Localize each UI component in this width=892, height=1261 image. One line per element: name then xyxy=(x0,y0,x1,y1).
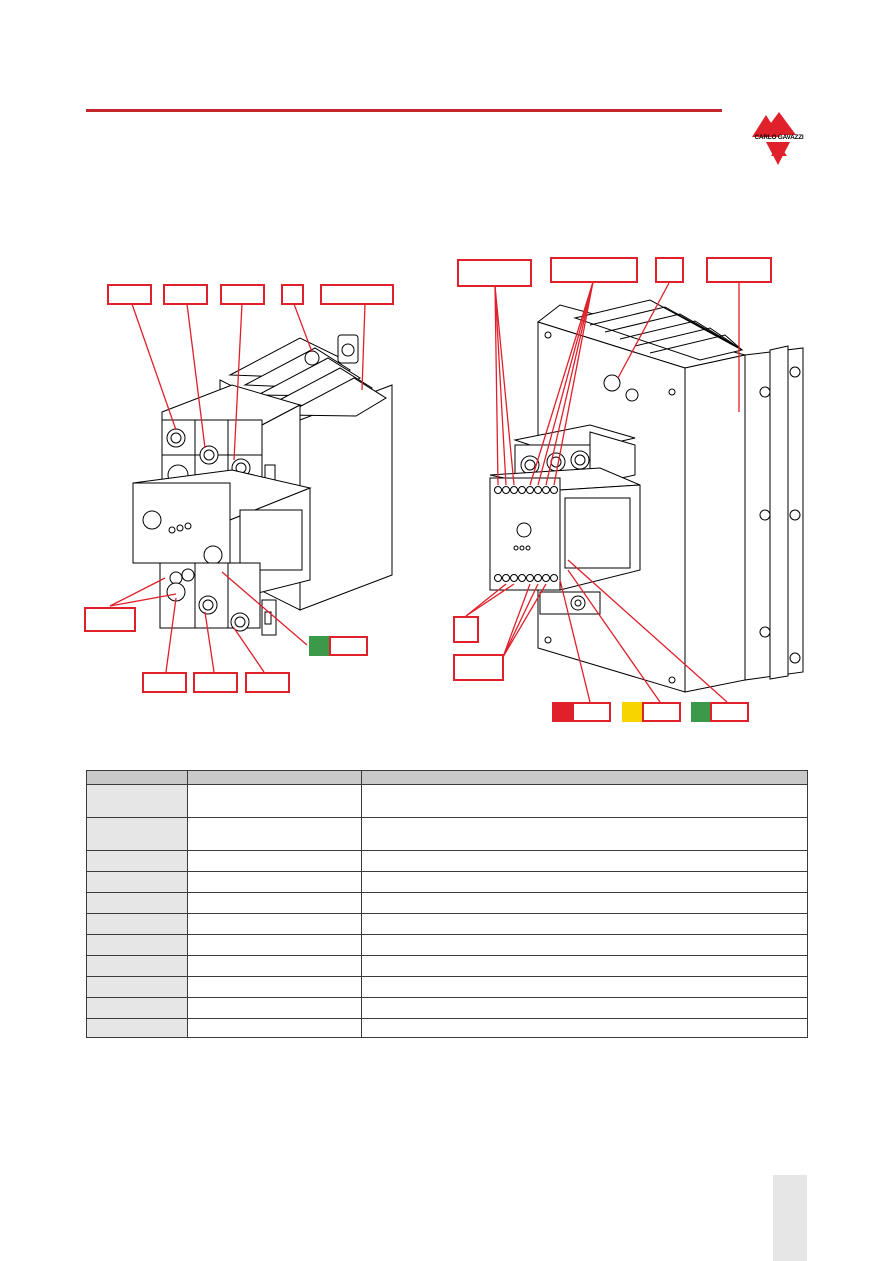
callout-right-top-4 xyxy=(706,257,772,283)
ssr-heatsink-drawing xyxy=(489,299,804,693)
status-led-swatch-green xyxy=(309,636,329,656)
table-row xyxy=(86,997,808,1019)
table-row xyxy=(86,892,808,914)
header-rule xyxy=(86,109,722,112)
table-cell xyxy=(361,955,808,977)
callout-right-top-2 xyxy=(550,257,638,283)
callout-right-led-yellow xyxy=(642,702,681,722)
table-cell xyxy=(86,817,188,851)
table-cell xyxy=(361,997,808,1019)
callout-right-led-red xyxy=(572,702,611,722)
table-cell xyxy=(86,871,188,893)
table-cell xyxy=(86,1018,188,1038)
callout-left-bottom-1 xyxy=(142,672,187,693)
table-cell xyxy=(361,850,808,872)
table-cell xyxy=(187,871,362,893)
table-row xyxy=(86,850,808,872)
product-figures xyxy=(109,281,804,703)
table-cell xyxy=(187,955,362,977)
table-cell xyxy=(187,892,362,914)
page-number-tab xyxy=(773,1175,807,1261)
status-led-swatch-red xyxy=(552,702,572,722)
table-header-cell xyxy=(361,770,808,785)
table-row xyxy=(86,934,808,956)
callout-left-side xyxy=(84,607,136,632)
brand-name: CARLO GAVAZZI xyxy=(754,134,804,141)
table-cell xyxy=(361,913,808,935)
table-cell xyxy=(361,871,808,893)
callout-right-side-1 xyxy=(453,616,479,643)
table-row xyxy=(86,976,808,998)
table-cell xyxy=(361,934,808,956)
table-row xyxy=(86,955,808,977)
component-table xyxy=(86,770,808,1038)
table-cell xyxy=(187,1018,362,1038)
table-cell xyxy=(187,850,362,872)
callout-left-led xyxy=(329,636,368,656)
table-cell xyxy=(361,1018,808,1038)
table-cell xyxy=(86,976,188,998)
callout-left-bottom-3 xyxy=(245,672,290,693)
table-header-row xyxy=(86,770,808,785)
table-row xyxy=(86,913,808,935)
table-header-cell xyxy=(86,770,188,785)
table-cell xyxy=(187,997,362,1019)
table-cell xyxy=(86,955,188,977)
carlo-gavazzi-triangle-logo xyxy=(752,112,796,165)
table-cell xyxy=(361,892,808,914)
table-cell xyxy=(361,784,808,818)
right-callout-lines xyxy=(465,281,740,703)
table-cell xyxy=(187,817,362,851)
table-cell xyxy=(361,976,808,998)
table-cell xyxy=(86,784,188,818)
table-cell xyxy=(187,976,362,998)
brand-logo: CARLO GAVAZZI xyxy=(748,111,810,169)
callout-left-bottom-2 xyxy=(193,672,238,693)
callout-right-led-green xyxy=(710,702,749,722)
table-row xyxy=(86,817,808,851)
table-cell xyxy=(86,934,188,956)
table-row xyxy=(86,871,808,893)
callout-left-top-5 xyxy=(320,284,394,305)
table-row xyxy=(86,784,808,818)
status-led-swatch-yellow xyxy=(622,702,642,722)
callout-right-top-3 xyxy=(655,257,684,283)
table-header-cell xyxy=(187,770,362,785)
status-led-swatch-green-right xyxy=(691,702,711,722)
table-cell xyxy=(86,997,188,1019)
table-cell xyxy=(86,892,188,914)
table-cell xyxy=(86,913,188,935)
callout-right-side-2 xyxy=(453,654,504,681)
ssr-3-phase-drawing xyxy=(132,334,393,636)
table-cell xyxy=(187,913,362,935)
table-cell xyxy=(187,934,362,956)
table-row xyxy=(86,1018,808,1038)
callout-right-top-1 xyxy=(457,259,532,287)
table-cell xyxy=(361,817,808,851)
table-cell xyxy=(86,850,188,872)
callout-left-top-3 xyxy=(220,284,265,305)
table-cell xyxy=(187,784,362,818)
callout-left-top-4 xyxy=(281,284,304,305)
callout-left-top-2 xyxy=(163,284,208,305)
left-top-callouts xyxy=(109,303,366,673)
callout-left-top-1 xyxy=(107,284,152,305)
